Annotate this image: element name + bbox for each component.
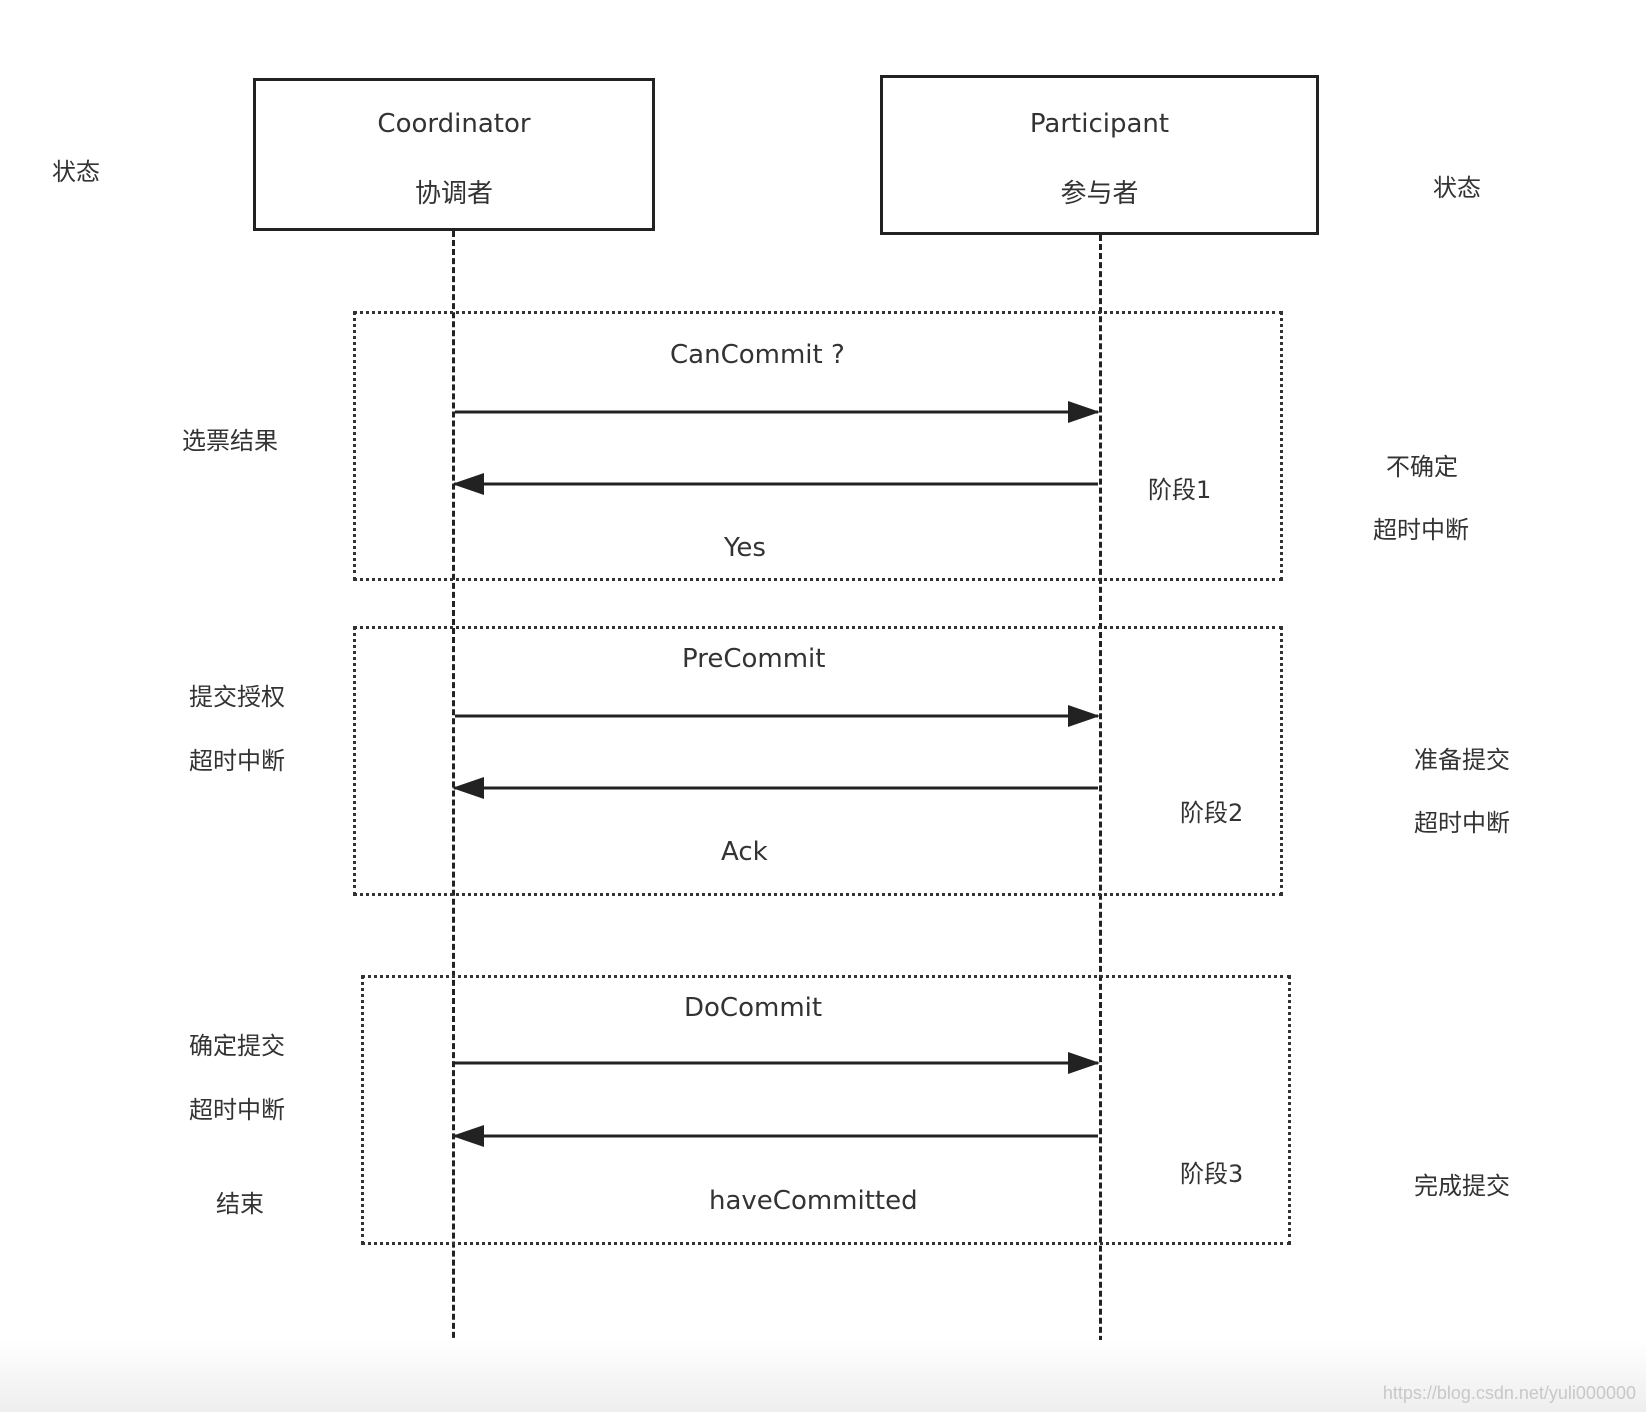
- coordinator-name: Coordinator: [377, 109, 531, 139]
- phase-2-left-state-2: 超时中断: [189, 747, 285, 775]
- phase-2-request: PreCommit: [682, 644, 826, 674]
- phase-1-right-state-2: 超时中断: [1373, 516, 1469, 544]
- phase-1-response: Yes: [724, 533, 766, 563]
- participant-box: Participant 参与者: [880, 75, 1319, 235]
- participant-lifeline: [1099, 235, 1102, 1405]
- coordinator-lifeline: [452, 231, 455, 1401]
- right-state-header: 状态: [1433, 174, 1481, 202]
- phase-3-response: haveCommitted: [709, 1186, 918, 1216]
- participant-name-cn: 参与者: [1060, 179, 1139, 209]
- phase-2-left-state-1: 提交授权: [189, 683, 285, 711]
- phase-2-label: 阶段2: [1180, 799, 1244, 827]
- phase-1-left-state-1: 选票结果: [182, 427, 278, 455]
- phase-3-right-state-1: 完成提交: [1414, 1172, 1510, 1200]
- phase-2-response: Ack: [721, 837, 768, 867]
- phase-1-label: 阶段1: [1148, 476, 1212, 504]
- phase-3-left-state-3: 结束: [216, 1190, 264, 1218]
- phase-3-request: DoCommit: [684, 993, 823, 1023]
- phase-3-left-state-1: 确定提交: [189, 1032, 285, 1060]
- phase-1-right-state-1: 不确定: [1386, 453, 1458, 481]
- participant-name: Participant: [1029, 109, 1170, 139]
- coordinator-box: Coordinator 协调者: [253, 78, 655, 231]
- watermark: https://blog.csdn.net/yuli000000: [1382, 1383, 1636, 1403]
- phase-1-request: CanCommit ?: [670, 340, 845, 370]
- phase-3-left-state-2: 超时中断: [189, 1096, 285, 1124]
- phase-2-right-state-1: 准备提交: [1414, 746, 1510, 774]
- footer-band: [0, 1340, 1646, 1412]
- phase-2-box: [353, 626, 1283, 896]
- phase-3-label: 阶段3: [1180, 1160, 1244, 1188]
- phase-3-box: [361, 975, 1291, 1245]
- left-state-header: 状态: [52, 158, 100, 186]
- coordinator-name-cn: 协调者: [414, 179, 493, 209]
- phase-1-box: [353, 311, 1283, 581]
- phase-2-right-state-2: 超时中断: [1414, 809, 1510, 837]
